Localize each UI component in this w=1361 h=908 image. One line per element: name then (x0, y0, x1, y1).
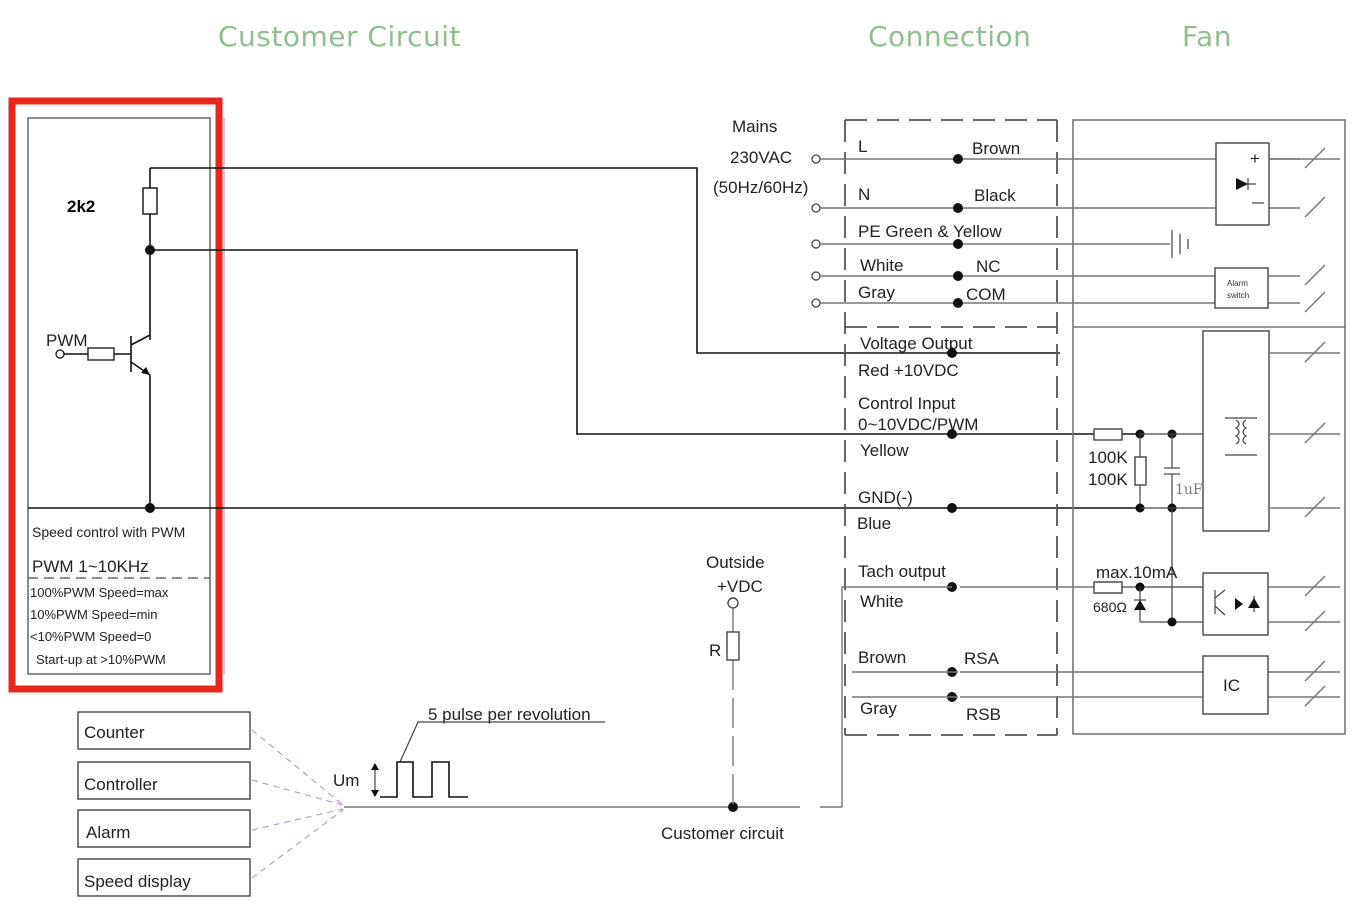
note-startup: Start-up at >10%PWM (36, 652, 166, 667)
note-speed-control: Speed control with PWM (32, 524, 185, 540)
header-connection: Connection (868, 20, 1031, 53)
resistor-label: 2k2 (67, 197, 95, 216)
header-fan: Fan (1182, 20, 1232, 53)
r-label: R (709, 641, 721, 660)
label-control-range: 0~10VDC/PWM (858, 415, 978, 434)
diode-icon (1236, 178, 1248, 190)
label-680: 680Ω (1093, 599, 1127, 615)
label-yellow: Yellow (860, 441, 909, 460)
label-N: N (858, 185, 870, 204)
label-red-10vdc: Red +10VDC (858, 361, 959, 380)
pwm-label: PWM (46, 331, 88, 350)
label-com: COM (966, 285, 1006, 304)
device-speed-display (77, 858, 251, 897)
device-counter-label: Counter (84, 723, 145, 742)
fan-box (1072, 119, 1346, 735)
label-voltage-output: Voltage Output (860, 334, 973, 353)
outside-vdc-block: Outside +VDC R (706, 553, 765, 661)
label-gray: Gray (858, 283, 895, 302)
vdc-label: +VDC (717, 577, 763, 596)
outside-label: Outside (706, 553, 765, 572)
label-brown: Brown (972, 139, 1020, 158)
label-tach-white: White (860, 592, 903, 611)
label-tach-output: Tach output (858, 562, 946, 581)
control-section: 100K 100K 1uF (1088, 330, 1270, 622)
pullup-resistor (726, 631, 740, 661)
label-rsa: RSA (964, 649, 1000, 668)
label-100k-b: 100K (1088, 470, 1128, 489)
resistor-100k-a (1093, 428, 1123, 441)
rectifier-block: + (1215, 142, 1270, 226)
label-brown2: Brown (858, 648, 906, 667)
ic-block: IC (852, 655, 1269, 715)
mains-block: Mains 230VAC (50Hz/60Hz) (713, 117, 821, 308)
um-label: Um (333, 771, 359, 790)
customer-circuit-panel: 2k2 PWM Speed control with PWM PWM 1~10K… (8, 97, 225, 693)
interconnect-wires (28, 167, 1140, 509)
resistor-680 (1093, 581, 1123, 594)
svg-text:+: + (1250, 149, 1260, 168)
device-controller (77, 761, 251, 800)
pulse-waveform: 5 pulse per revolution Um Customer circu… (333, 705, 784, 843)
mains-title: Mains (732, 117, 777, 136)
device-alarm (77, 809, 251, 848)
ic-label: IC (1223, 676, 1240, 695)
label-max-current: max.10mA (1096, 563, 1178, 582)
label-white: White (860, 256, 903, 275)
customer-circuit-label: Customer circuit (661, 824, 784, 843)
device-list: Counter Controller Alarm Speed display (77, 711, 344, 897)
label-L: L (858, 137, 867, 156)
label-gray2: Gray (860, 699, 897, 718)
resistor-100k-b (1134, 456, 1147, 486)
device-alarm-label: Alarm (86, 823, 130, 842)
led-icon (1235, 598, 1243, 610)
tach-output-wire (344, 586, 952, 812)
connection-box (844, 119, 1058, 736)
alarm-switch-text-2: switch (1227, 291, 1249, 300)
label-gnd: GND(-) (858, 488, 913, 507)
connection-junctions (947, 348, 957, 702)
label-rsb: RSB (966, 705, 1001, 724)
mains-frequency: (50Hz/60Hz) (713, 178, 808, 197)
label-black: Black (974, 186, 1016, 205)
header-customer-circuit: Customer Circuit (218, 20, 461, 53)
device-controller-label: Controller (84, 775, 158, 794)
label-nc: NC (976, 257, 1001, 276)
zener-icon (1134, 600, 1146, 610)
note-min: 10%PWM Speed=min (30, 607, 158, 622)
note-pwm-freq: PWM 1~10KHz (32, 557, 149, 576)
device-counter (77, 711, 251, 750)
pwm-terminal (55, 349, 65, 359)
device-speed-display-label: Speed display (84, 872, 191, 891)
label-control-input: Control Input (858, 394, 956, 413)
note-zero: <10%PWM Speed=0 (30, 629, 151, 644)
resistor-2k2 (142, 187, 158, 215)
base-resistor (87, 347, 115, 361)
label-pe: PE Green & Yellow (858, 222, 1002, 241)
customer-circuit-box (27, 117, 211, 675)
note-max: 100%PWM Speed=max (30, 585, 169, 600)
highlight-frame (8, 97, 223, 693)
label-blue: Blue (857, 514, 891, 533)
tach-section: max.10mA 680Ω (960, 563, 1269, 636)
alarm-switch-block: Alarm switch (1214, 267, 1269, 309)
fan-output-wires (1268, 147, 1340, 707)
alarm-switch-text-1: Alarm (1227, 279, 1248, 288)
label-1uf: 1uF (1175, 482, 1203, 498)
mains-voltage: 230VAC (730, 148, 792, 167)
connection-labels: L Brown N Black PE Green & Yellow White … (857, 137, 1020, 724)
label-100k-a: 100K (1088, 448, 1128, 467)
pulse-label: 5 pulse per revolution (428, 705, 591, 724)
